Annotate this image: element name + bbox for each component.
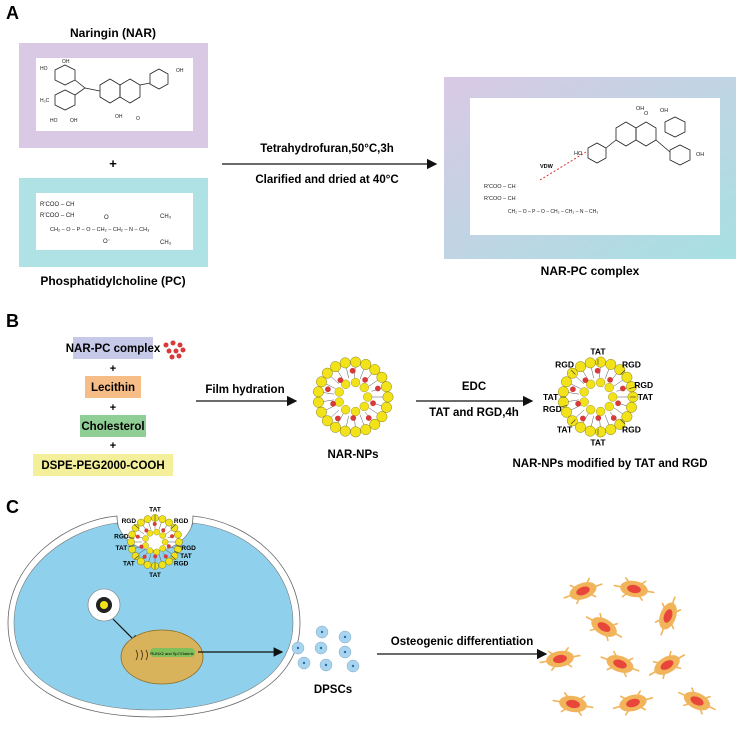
nar-h3c: H₃C	[40, 98, 50, 104]
reaction-conditions-1: Tetrahydrofuran,50°C,3h	[260, 143, 393, 155]
film-hydration-label: Film hydration	[205, 384, 284, 396]
osteoblast-cell	[585, 612, 623, 642]
ligand-label-6: TAT	[180, 553, 192, 560]
osteoblast-cell	[539, 647, 581, 671]
ligand-label-9: TAT	[149, 572, 161, 579]
pc-o-minus: O⁻	[103, 239, 111, 245]
osteoblast-cells	[539, 577, 716, 716]
ligand-label-3: TAT	[543, 392, 559, 402]
osteoblast-cell	[612, 690, 654, 716]
naringin-structure	[54, 64, 169, 111]
complex-oh-3: OH	[696, 152, 704, 158]
ingredient-box-lecithin: Lecithin	[85, 376, 141, 398]
nar-oh-4: OH	[115, 114, 123, 120]
ligand-label-5: RGD	[114, 534, 129, 541]
gene-box	[150, 648, 195, 657]
ligand-label-5: RGD	[634, 380, 653, 390]
pc-backbone: CH₂ – O – P – O – CH₂ – CH₂ – N – CH₃	[50, 227, 149, 233]
ingredient-box-nar-pc: NAR-PC complex	[66, 337, 161, 359]
plus-2: +	[110, 402, 116, 414]
ligand-label-0: TAT	[149, 506, 161, 513]
naringin-title: Naringin (NAR)	[70, 26, 156, 40]
nar-oh-3: OH	[176, 68, 184, 74]
osteoblast-cell	[678, 687, 716, 715]
phosphatidylcholine-structure-frame: R'COO – CH R'COO – CH CH₂ – O – P – O – …	[19, 178, 208, 267]
ligand-label-2: RGD	[174, 518, 189, 525]
ligand-label-4: TAT	[638, 392, 654, 402]
osteoblast-cell	[648, 650, 686, 680]
complex-label: NAR-PC complex	[541, 264, 640, 278]
nar-nps-label: NAR-NPs	[327, 449, 378, 461]
tat-rgd-conditions: TAT and RGD,4h	[429, 407, 519, 419]
svg-text:NAR-PC complex: NAR-PC complex	[66, 343, 161, 355]
ingredient-box-cholesterol: Cholesterol	[80, 415, 146, 437]
complex-chain-2: R'COO – CH	[484, 196, 516, 202]
ligand-label-9: TAT	[590, 438, 606, 448]
complex-structure	[587, 116, 691, 166]
ingredient-box-dspe: DSPE-PEG2000-COOH	[33, 454, 173, 476]
complex-oh-2: OH	[660, 108, 668, 114]
ligand-label-3: TAT	[116, 545, 128, 552]
ligand-label-2: RGD	[622, 360, 641, 370]
osteoblast-cell	[654, 596, 682, 636]
dpsc-cells	[291, 625, 360, 673]
panel-a-plus: +	[109, 156, 117, 171]
ligand-label-0: TAT	[590, 346, 606, 356]
vdw-label: VDW	[540, 164, 554, 170]
osteoblast-cell	[563, 577, 603, 605]
svg-text:DSPE-PEG2000-COOH: DSPE-PEG2000-COOH	[41, 460, 164, 472]
ligand-label-8: RGD	[622, 424, 641, 434]
pc-ch3-bottom: CH₃	[160, 240, 172, 246]
ligand-label-1: RGD	[555, 360, 574, 370]
ligand-label-4: RGD	[181, 545, 196, 552]
dpscs-label: DPSCs	[314, 684, 352, 696]
reaction-conditions-2: Clarified and dried at 40°C	[255, 174, 398, 186]
complex-backbone: CH₂ – O – P – O – CH₂ – CH₂ – N – CH₃	[508, 209, 598, 215]
vdw-interaction-line	[539, 151, 587, 181]
ligand-label-8: RGD	[174, 560, 189, 567]
edc-label: EDC	[462, 381, 486, 393]
pc-ch3-top: CH₃	[160, 214, 172, 220]
complex-chain-1: R'COO – CH	[484, 184, 516, 190]
svg-text:Cholesterol: Cholesterol	[81, 421, 144, 433]
svg-text:Lecithin: Lecithin	[91, 382, 135, 394]
complex-ho: HO	[574, 151, 583, 157]
nar-pc-complex-frame: VDW R'COO – CH R'COO – CH CH₂ – O – P – …	[444, 77, 736, 259]
nar-nanoparticle	[312, 356, 394, 438]
complex-o: O	[644, 111, 649, 117]
panel-b-letter: B	[6, 311, 19, 331]
panel-a-letter: A	[6, 3, 19, 23]
pc-oxo: O	[104, 215, 109, 221]
nar-o-1: O	[136, 116, 140, 122]
osteoblast-cell	[613, 577, 655, 601]
nar-oh-5: OH	[70, 118, 78, 124]
modified-nanoparticle: TAT RGD RGD TAT TAT RGD RGD TAT RGD TAT	[543, 346, 654, 447]
nucleus-gene-label: RUNX2 and Sp7/Osterix	[150, 651, 193, 656]
cell: RUNX2 and Sp7/Osterix	[7, 515, 301, 718]
ligand-label-7: TAT	[557, 424, 573, 434]
drug-dots	[163, 340, 186, 360]
pc-chain-2: R'COO – CH	[40, 213, 74, 219]
osteogenic-label: Osteogenic differentiation	[391, 636, 534, 648]
pc-title: Phosphatidylcholine (PC)	[40, 274, 185, 288]
nar-oh-2: OH	[62, 59, 70, 65]
pc-chain-1: R'COO – CH	[40, 202, 74, 208]
modified-np-label: NAR-NPs modified by TAT and RGD	[512, 458, 707, 470]
osteoblast-cell	[552, 692, 594, 716]
nar-ho-2: HO	[50, 118, 58, 124]
complex-oh-1: OH	[636, 106, 644, 112]
ligand-label-6: RGD	[543, 404, 562, 414]
plus-1: +	[110, 363, 116, 375]
naringin-structure-frame: HO OH OH OH H₃C O OH HO	[19, 43, 208, 148]
plus-3: +	[110, 440, 116, 452]
panel-c-letter: C	[6, 497, 19, 517]
ligand-label-7: TAT	[123, 560, 135, 567]
osteoblast-cell	[600, 650, 640, 678]
nar-oh-1: HO	[40, 66, 48, 72]
ligand-label-1: RGD	[122, 518, 137, 525]
